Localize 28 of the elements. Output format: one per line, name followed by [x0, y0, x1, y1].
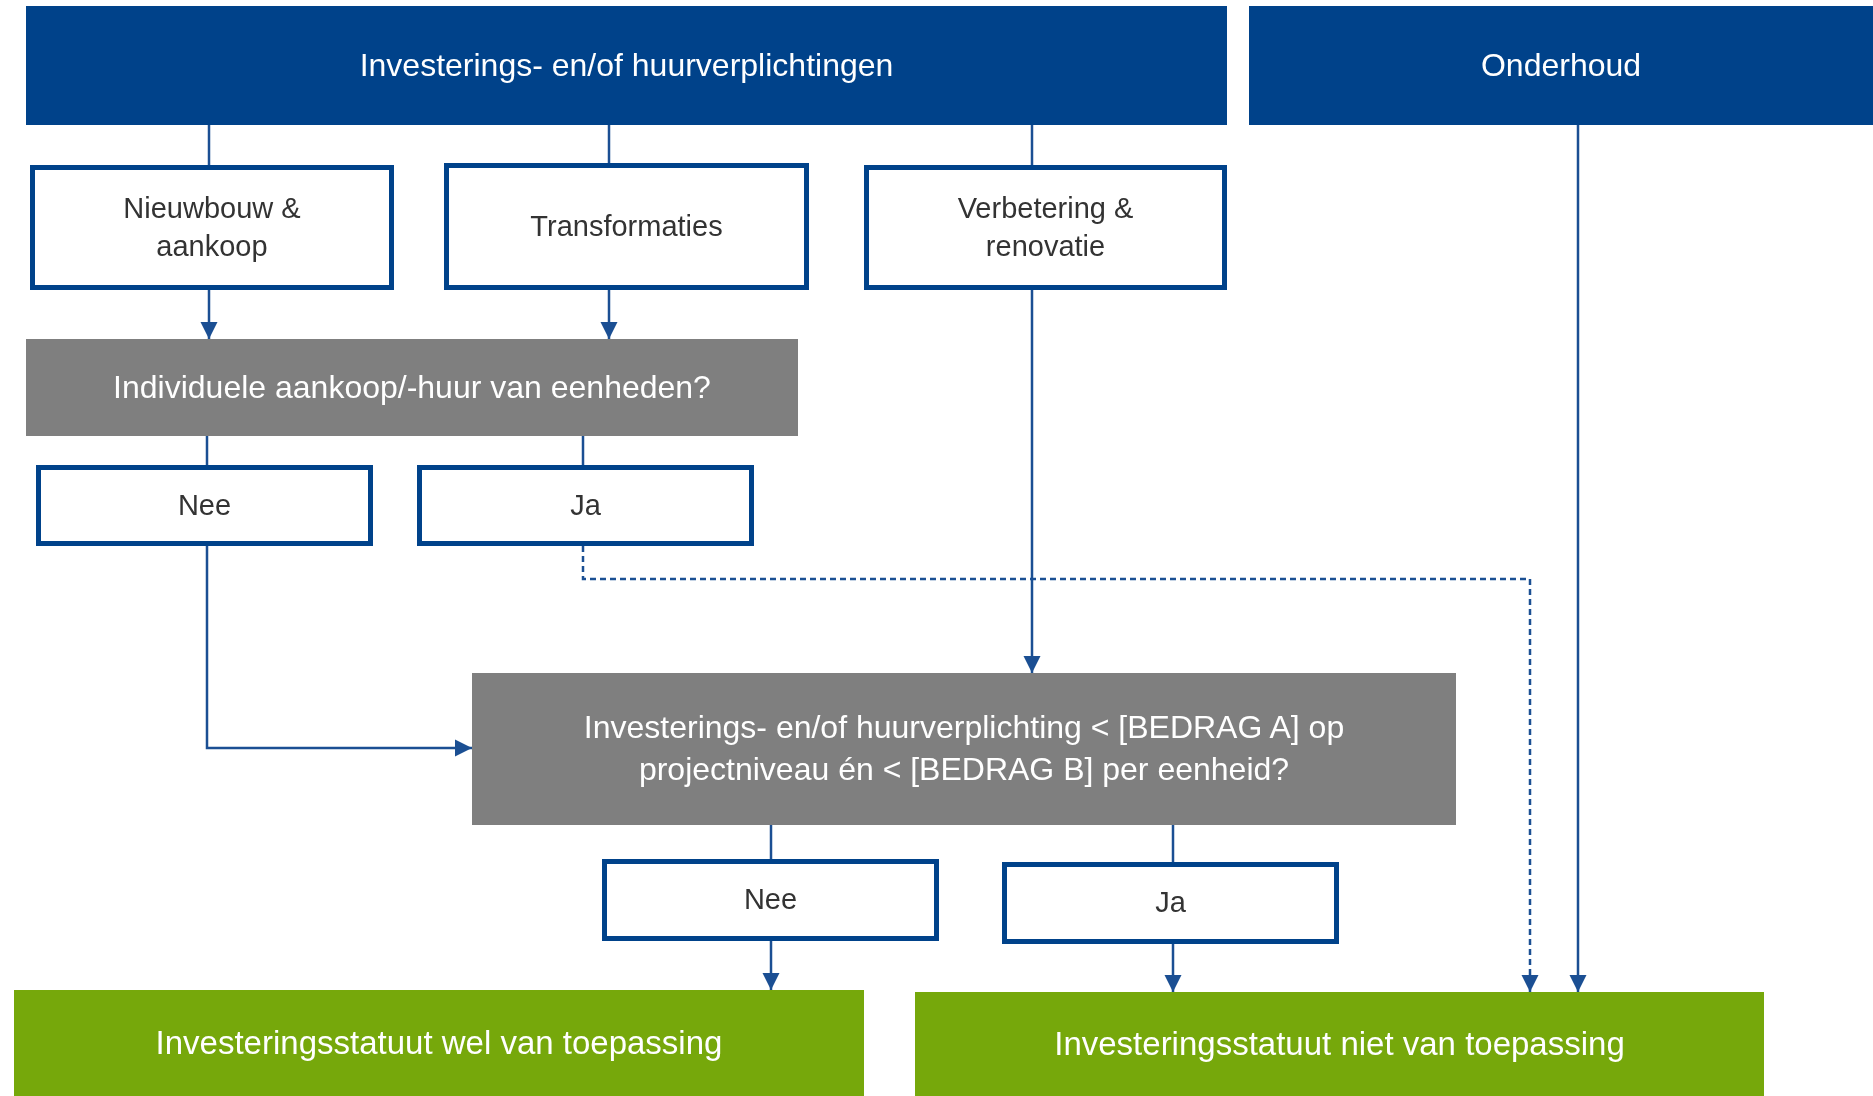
connector-line [607, 125, 611, 163]
header-bar: Investerings- en/of huurverplichtingen [26, 6, 1227, 125]
answer-box: Ja [1002, 862, 1339, 944]
result-bar: Investeringsstatuut niet van toepassing [915, 992, 1764, 1096]
header-bar: Onderhoud [1249, 6, 1873, 125]
connector-line [1030, 125, 1034, 165]
connector-line [581, 436, 585, 465]
arrow [205, 546, 472, 757]
arrow [600, 290, 618, 339]
arrow [762, 941, 780, 990]
arrow [1569, 125, 1587, 992]
connector-line [769, 825, 773, 859]
arrow [581, 546, 1539, 992]
answer-box: Nee [602, 859, 939, 941]
result-bar: Investeringsstatuut wel van toepassing [14, 990, 864, 1096]
arrow [1164, 944, 1182, 992]
arrow [200, 290, 218, 339]
category-box: Transformaties [444, 163, 809, 290]
category-box: Verbetering & renovatie [864, 165, 1227, 290]
answer-box: Nee [36, 465, 373, 546]
connector-line [1171, 825, 1175, 862]
category-box: Nieuwbouw & aankoop [30, 165, 394, 290]
question-box: Individuele aankoop/-huur van eenheden? [26, 339, 798, 436]
question-box: Investerings- en/of huurverplichting < [BEDRAG A] op projectniveau én < [BEDRAG B] per eenheid? [472, 673, 1456, 825]
connector-line [207, 125, 211, 165]
arrow [1023, 290, 1041, 673]
connector-line [205, 436, 209, 465]
answer-box: Ja [417, 465, 754, 546]
